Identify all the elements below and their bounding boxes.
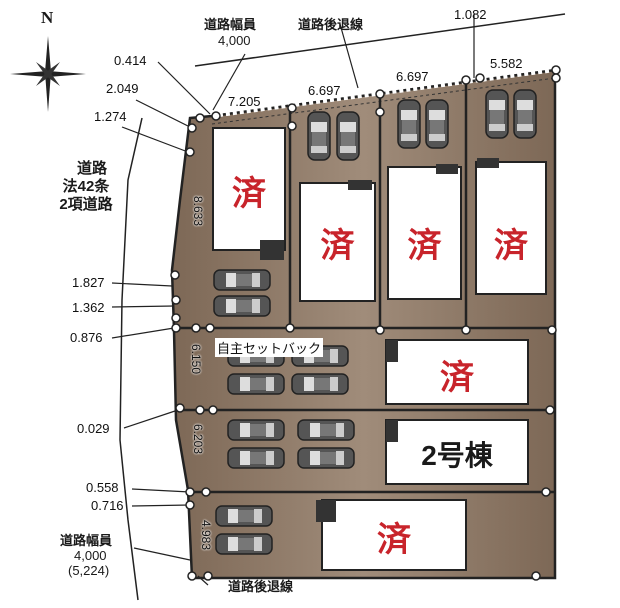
offset-0-558: 0.558 bbox=[86, 480, 119, 495]
building-lot-7 bbox=[321, 499, 467, 571]
depth-lot-1: 8.633 bbox=[191, 196, 205, 227]
southwest-road-width-label: 道路幅員 bbox=[60, 533, 113, 548]
frontage-lot-3: 6.697 bbox=[396, 69, 429, 84]
offset-0-716: 0.716 bbox=[91, 498, 124, 513]
frontage-lot-2: 6.697 bbox=[308, 83, 341, 98]
offset-1-274: 1.274 bbox=[94, 109, 127, 124]
compass-rose-icon bbox=[10, 36, 86, 112]
southwest-road-width-alt: (5,224) bbox=[68, 563, 110, 578]
building-lot-3 bbox=[387, 166, 462, 300]
building-lot-2 bbox=[299, 182, 376, 302]
offset-2-049: 2.049 bbox=[106, 81, 139, 96]
south-setback-label: 道路後退線 bbox=[228, 579, 294, 594]
offset-0-029: 0.029 bbox=[77, 421, 110, 436]
depth-lot-6: 6.203 bbox=[191, 424, 205, 455]
frontage-lot-1: 7.205 bbox=[228, 94, 261, 109]
offset-0-414: 0.414 bbox=[114, 53, 147, 68]
offset-1-827: 1.827 bbox=[72, 275, 105, 290]
offset-1-362: 1.362 bbox=[72, 300, 105, 315]
north-road-width-value: 4,000 bbox=[218, 33, 251, 48]
building-lot-5 bbox=[385, 339, 529, 405]
lot-2-status[interactable]: 済 bbox=[320, 225, 355, 266]
building-lot-6 bbox=[385, 419, 529, 485]
north-road-width-label: 道路幅員 bbox=[204, 17, 257, 32]
southwest-road-width-value: 4,000 bbox=[74, 548, 107, 563]
lot-3-status[interactable]: 済 bbox=[407, 225, 442, 266]
lot-4-status[interactable]: 済 bbox=[494, 225, 528, 266]
building-lot-4 bbox=[475, 161, 547, 295]
west-road-line2: 法42条 bbox=[62, 178, 110, 195]
north-road-line bbox=[194, 13, 566, 67]
west-road-line1: 道路 bbox=[76, 160, 107, 177]
building-lot-1 bbox=[212, 127, 286, 251]
west-road-line3: 2項道路 bbox=[59, 196, 113, 213]
north-setback-label: 道路後退線 bbox=[298, 17, 364, 32]
west-road-line bbox=[119, 117, 143, 601]
self-setback-annotation: 自主セットバック bbox=[215, 338, 324, 357]
north-label: N bbox=[41, 8, 54, 27]
lot-7-status[interactable]: 済 bbox=[377, 519, 411, 560]
frontage-lot-4: 5.582 bbox=[490, 56, 523, 71]
lot-6-status[interactable]: 2号棟 bbox=[421, 440, 493, 471]
depth-lot-5: 6.150 bbox=[189, 344, 203, 375]
lot-5-status[interactable]: 済 bbox=[440, 357, 474, 398]
lot-1-status[interactable]: 済 bbox=[232, 173, 266, 214]
north-offset: 1.082 bbox=[454, 7, 487, 22]
depth-lot-7: 4.983 bbox=[199, 520, 213, 551]
offset-0-876: 0.876 bbox=[70, 330, 103, 345]
